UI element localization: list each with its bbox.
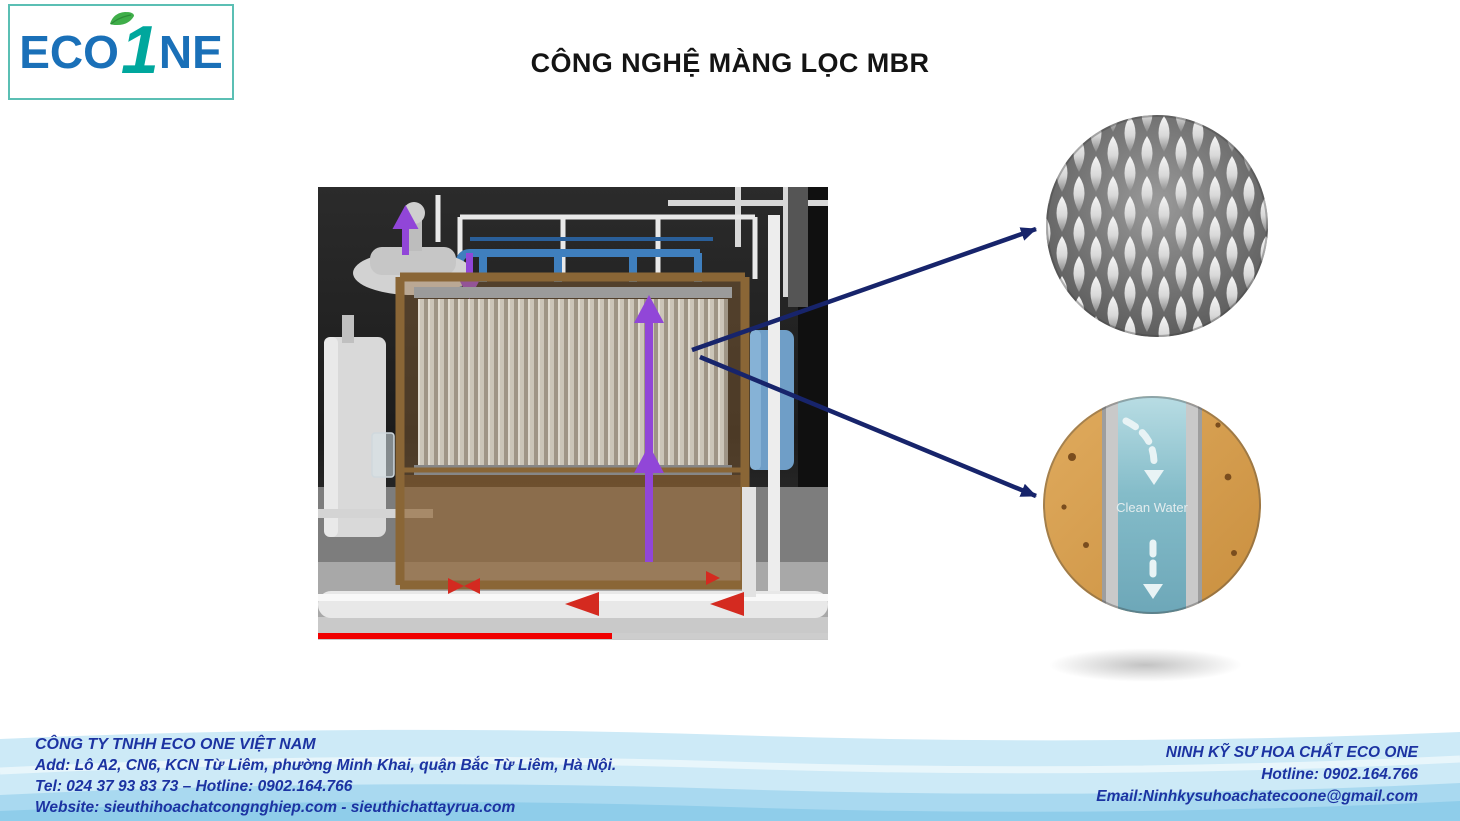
footer-band: CÔNG TY TNHH ECO ONE VIỆT NAM Add: Lô A2… <box>0 727 1460 821</box>
logo-text-eco: ECO <box>19 26 119 78</box>
clean-water-channel <box>1118 396 1186 614</box>
footer-contact-info: NINH KỸ SƯ HOA CHẤT ECO ONE Hotline: 090… <box>1096 742 1418 808</box>
footer-company-name: CÔNG TY TNHH ECO ONE VIỆT NAM <box>35 736 316 753</box>
beaker <box>371 432 395 478</box>
footer-tel-hotline: Tel: 024 37 93 83 73 – Hotline: 0902.164… <box>35 778 353 795</box>
footer-company-info: CÔNG TY TNHH ECO ONE VIỆT NAM Add: Lô A2… <box>35 734 616 818</box>
mbr-tank-illustration <box>318 187 828 640</box>
mbr-tank <box>395 272 750 590</box>
footer-website: Website: sieuthihoachatcongnghiep.com - … <box>35 799 516 816</box>
clean-water-label: Clean Water <box>1116 500 1188 515</box>
flow-arrowheads <box>1143 470 1164 599</box>
membrane-cross-section-closeup: Clean Water <box>1042 395 1262 615</box>
side-tank <box>318 315 433 537</box>
footer-hotline: Hotline: 0902.164.766 <box>1261 766 1418 783</box>
logo-text-one: 1 <box>120 12 159 88</box>
footer-wave-background <box>0 727 1460 821</box>
leaf-icon <box>109 12 134 25</box>
tank-water <box>404 475 741 581</box>
fiber-photo <box>1046 115 1268 337</box>
large-gray-pipe <box>788 187 808 307</box>
cross-section-photo: Clean Water <box>1043 396 1261 614</box>
purple-flow-arrow <box>634 295 664 562</box>
video-progress-fill <box>318 633 612 639</box>
membrane-curtain <box>418 299 728 465</box>
red-flow-arrows <box>448 571 744 616</box>
flow-dashed-arrows <box>1122 417 1158 585</box>
logo-one-mark: 1 <box>109 12 161 91</box>
footer-engineer-name: NINH KỸ SƯ HOA CHẤT ECO ONE <box>1165 744 1418 761</box>
page-title: CÔNG NGHỆ MÀNG LỌC MBR <box>530 48 930 78</box>
logo-text-ne: NE <box>158 26 223 78</box>
membrane-top-header <box>414 287 732 298</box>
ecoone-logo: ECO 1 NE <box>8 4 234 100</box>
membrane-fibers-closeup <box>1045 114 1269 338</box>
footer-email: Email:Ninhkysuhoachatecoone@gmail.com <box>1096 788 1418 805</box>
right-vertical-pipe <box>768 215 780 595</box>
membrane-pores <box>1061 422 1237 556</box>
video-progress-bar <box>318 633 828 639</box>
circle-shadow <box>1048 648 1243 682</box>
mbr-system-video-frame <box>318 187 828 640</box>
footer-address: Add: Lô A2, CN6, KCN Từ Liêm, phường Min… <box>35 757 617 774</box>
